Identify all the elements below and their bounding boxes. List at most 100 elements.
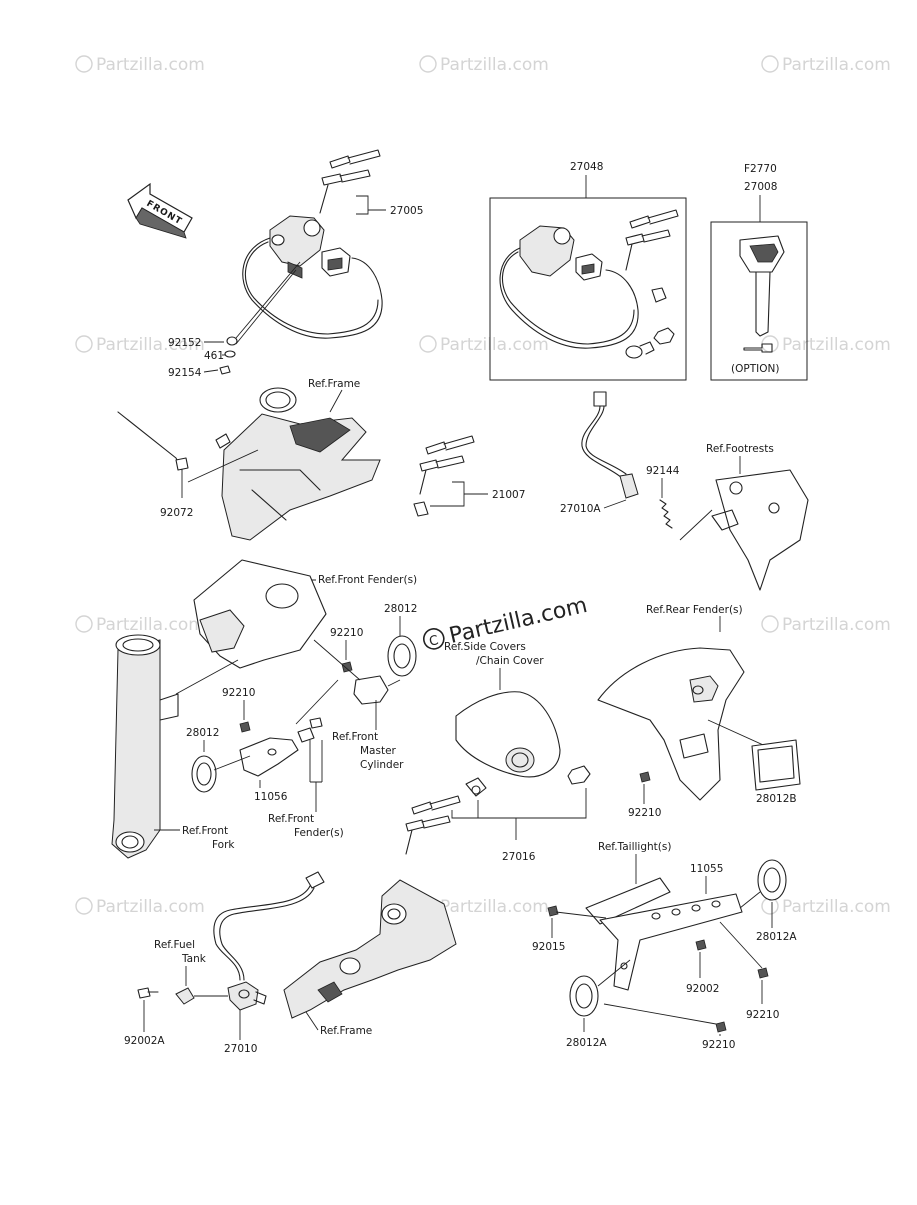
nut-icon [547, 905, 559, 917]
connector-icon [593, 391, 607, 407]
part-label-92210-a: 92210 [330, 627, 363, 639]
ref-taillight: Ref.Taillight(s) [598, 841, 671, 853]
rear-fender-icon [597, 647, 745, 801]
watermark: Partzilla.com [419, 55, 549, 75]
watermark: Partzilla.com [761, 615, 891, 635]
bracket-icon [239, 737, 299, 777]
front-arrow-icon: FRONT [127, 182, 193, 239]
part-label-28012-top: 28012 [384, 603, 417, 615]
kit-27048: 27048 [489, 161, 687, 381]
watermark: Partzilla.com [75, 615, 205, 635]
ignition-switch-assembly: 27005 92152 461 92154 [168, 149, 423, 379]
part-label-27016: 27016 [502, 851, 536, 863]
screw-icon [219, 365, 231, 375]
part-label-92015: 92015 [532, 941, 565, 953]
license-bracket-icon [585, 877, 671, 925]
key-set-21007: 21007 [413, 435, 525, 517]
nut-icon [695, 939, 707, 951]
svg-text:Partzilla.com: Partzilla.com [782, 335, 891, 355]
ref-footrests: Ref.Footrests [706, 443, 774, 455]
watermark: Partzilla.com [761, 897, 891, 917]
ref-front-fender2-1: Ref.Front [268, 813, 314, 825]
taillight-bracket-region: Ref.Taillight(s) 11055 28012A 92015 9200… [532, 841, 797, 1051]
nut-icon [639, 771, 651, 783]
key-icon [419, 435, 475, 495]
part-label-28012A-right: 28012A [756, 931, 797, 943]
ref-front-fender2-2: Fender(s) [294, 827, 344, 839]
ref-frame-bottom: Ref.Frame [320, 1025, 372, 1037]
nut-icon [341, 661, 353, 673]
wire [213, 885, 311, 981]
rectangular-reflector-icon [751, 739, 801, 791]
option-code: F2770 [744, 163, 777, 175]
ignition-switch-icon [269, 215, 351, 279]
part-label-27010A: 27010A [560, 503, 601, 515]
connector-icon [305, 871, 325, 889]
nut-icon [653, 327, 675, 345]
side-cover-region: Ref.Side Covers /Chain Cover 27016 [405, 641, 591, 863]
nut-icon [715, 1021, 727, 1033]
svg-text:Partzilla.com: Partzilla.com [96, 335, 205, 355]
reflector-icon [757, 859, 787, 901]
front-fork-icon [111, 639, 161, 859]
frame-region: Ref.Frame 92072 [117, 378, 381, 541]
svg-text:Partzilla.com: Partzilla.com [96, 897, 205, 917]
front-fork-region: Ref.Front Fender(s) Ref.Front Fork 28012… [111, 559, 417, 859]
part-label-461: 461 [204, 350, 224, 362]
part-label-92002A: 92002A [124, 1035, 165, 1047]
wire-harness [242, 237, 383, 339]
part-label-92210-c: 92210 [628, 807, 661, 819]
part-label-11055: 11055 [690, 863, 723, 875]
part-label-92002: 92002 [686, 983, 719, 995]
cable-tie-icon [117, 411, 183, 471]
part-label-92152: 92152 [168, 337, 201, 349]
svg-text:C: C [428, 633, 440, 650]
svg-text:Partzilla.com: Partzilla.com [440, 55, 549, 75]
side-stand-switch-27010A: 92144 27010A Ref.Footrests [560, 391, 809, 591]
part-label-27008: 27008 [744, 181, 777, 193]
clip-icon [175, 987, 195, 1005]
part-label-92144: 92144 [646, 465, 680, 477]
part-label-27010: 27010 [224, 1043, 257, 1055]
ref-side-covers-2: /Chain Cover [476, 655, 544, 667]
nut-icon [226, 336, 238, 346]
option-note: (OPTION) [731, 363, 779, 375]
part-label-92072: 92072 [160, 507, 193, 519]
part-label-92210-d: 92210 [746, 1009, 779, 1021]
part-label-27005: 27005 [390, 205, 423, 217]
svg-text:Partzilla.com: Partzilla.com [782, 55, 891, 75]
ref-front-master-3: Cylinder [360, 759, 404, 771]
part-label-21007: 21007 [492, 489, 525, 501]
svg-text:Partzilla.com: Partzilla.com [782, 897, 891, 917]
key-icon [319, 149, 381, 214]
wire [581, 405, 623, 479]
ref-front-fork-2: Fork [212, 839, 235, 851]
fuel-tank-switch-region: 27010 Ref.Fuel Tank 92002A Ref.Frame [124, 871, 457, 1055]
ref-frame-top: Ref.Frame [308, 378, 360, 390]
part-label-28012B: 28012B [756, 793, 797, 805]
key-icon [625, 209, 679, 271]
lock-cylinder-icon [625, 345, 643, 359]
ref-front-master-2: Master [360, 745, 397, 757]
ref-fuel-2: Tank [181, 953, 207, 965]
footrest-bracket-icon [715, 469, 809, 591]
ref-front-fork-1: Ref.Front [182, 825, 228, 837]
spring-icon [659, 499, 673, 529]
svg-text:Partzilla.com: Partzilla.com [96, 55, 205, 75]
part-label-92154: 92154 [168, 367, 202, 379]
watermark: Partzilla.com [75, 897, 205, 917]
ref-fuel-1: Ref.Fuel [154, 939, 195, 951]
part-label-92210-e: 92210 [702, 1039, 735, 1051]
ref-rear-fender: Ref.Rear Fender(s) [646, 604, 743, 616]
svg-text:Partzilla.com: Partzilla.com [440, 897, 549, 917]
ref-front-fender: Ref.Front Fender(s) [318, 574, 417, 586]
neutral-switch-icon [227, 981, 259, 1011]
rear-fender-region: Ref.Rear Fender(s) 28012B 92210 [597, 604, 801, 819]
washer-icon [224, 350, 236, 358]
cylinder-icon [465, 777, 487, 797]
watermark: Partzilla.com [75, 55, 205, 75]
reflector-icon [191, 755, 217, 793]
svg-text:Partzilla.com: Partzilla.com [440, 335, 549, 355]
watermark: Partzilla.com [419, 335, 549, 355]
